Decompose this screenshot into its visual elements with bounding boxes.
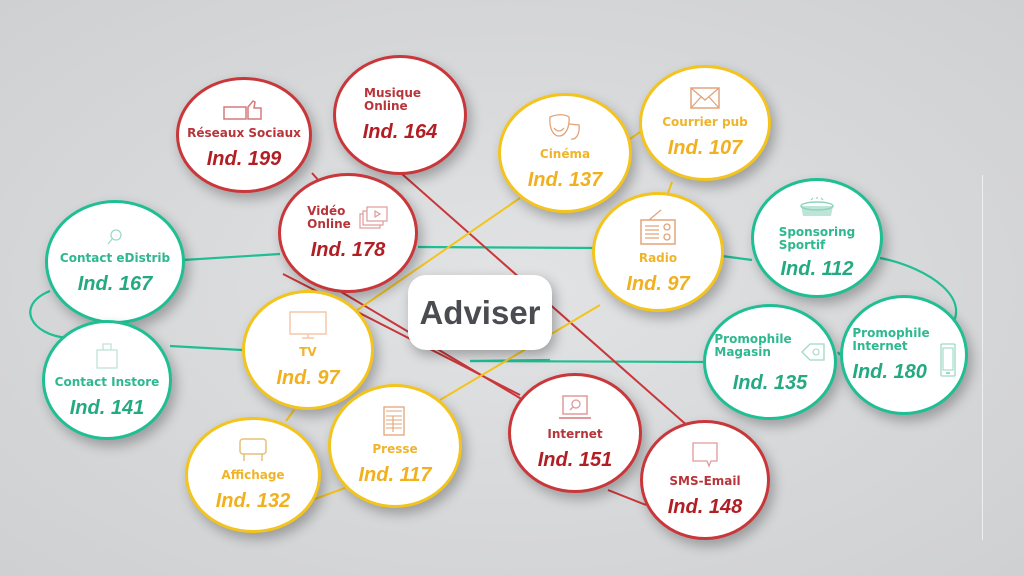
node-presse: Presse Ind. 117 (328, 384, 462, 508)
node-label: SMS-Email (669, 474, 741, 488)
node-index: Ind. 167 (77, 273, 153, 295)
node-cinema: Cinéma Ind. 137 (498, 93, 632, 213)
node-index: Ind. 178 (310, 238, 386, 261)
node-contact-edistrib: Contact eDistrib Ind. 167 (45, 200, 185, 324)
node-label: Contact Instore (54, 375, 160, 389)
search-icon (107, 229, 122, 245)
node-contact-instore: Contact Instore Ind. 141 (42, 320, 172, 440)
video-stack-icon (359, 205, 388, 229)
node-reseaux-sociaux: Réseaux Sociaux Ind. 199 (176, 77, 312, 193)
node-promophile-internet: Promophile Internet Ind. 180 (840, 295, 968, 415)
node-index: Ind. 141 (69, 397, 145, 419)
node-video-online: Vidéo Online Ind. 178 (278, 173, 418, 293)
node-internet: Internet Ind. 151 (508, 373, 642, 493)
node-label-line1: Sponsoring (778, 224, 856, 239)
node-label-line1: Promophile (714, 331, 792, 346)
thumbs-up-icon (223, 100, 262, 120)
billboard-icon (239, 438, 267, 461)
node-index: Ind. 112 (780, 257, 854, 280)
chat-bubble-icon (692, 442, 718, 468)
node-sms-email: SMS-Email Ind. 148 (640, 420, 770, 540)
node-sponsoring-sportif: Sponsoring Sportif Ind. 112 (751, 178, 883, 298)
node-index: Ind. 117 (358, 464, 432, 486)
center-node-adviser: Adviser (408, 275, 552, 350)
radio-icon (640, 209, 676, 245)
node-label: TV (299, 345, 317, 359)
node-label: Réseaux Sociaux (187, 126, 301, 140)
node-index: Ind. 107 (667, 137, 743, 159)
node-index: Ind. 164 (362, 120, 438, 143)
laptop-search-icon (559, 395, 591, 419)
node-label: Radio (638, 251, 678, 265)
node-tv: TV Ind. 97 (242, 290, 374, 410)
node-index: Ind. 135 (732, 371, 808, 394)
node-label: Courrier pub (662, 115, 748, 129)
theater-masks-icon (549, 114, 580, 140)
node-affichage: Affichage Ind. 132 (185, 417, 321, 533)
node-index: Ind. 151 (537, 449, 613, 471)
node-label-line2: Online (364, 98, 408, 113)
node-label: Affichage (221, 468, 285, 482)
newspaper-icon (383, 406, 405, 436)
node-label: Contact eDistrib (59, 251, 171, 265)
node-label-line1: Promophile (852, 325, 930, 340)
node-musique-online: Musique Online Ind. 164 (333, 55, 467, 175)
tv-icon (289, 311, 327, 339)
node-label-line1: Musique (364, 85, 422, 100)
node-label-line2: Sportif (778, 237, 826, 252)
node-label: Internet (547, 427, 603, 441)
node-label: Cinéma (539, 147, 591, 161)
node-label-line2: Magasin (714, 344, 771, 359)
node-index: Ind. 137 (527, 169, 603, 191)
node-index: Ind. 199 (206, 148, 282, 170)
smartphone-icon (939, 343, 956, 377)
node-radio: Radio Ind. 97 (592, 192, 724, 312)
node-courrier-pub: Courrier pub Ind. 107 (639, 65, 771, 181)
node-index: Ind. 180 (852, 360, 927, 383)
node-label-line2: Online (307, 216, 351, 231)
node-index: Ind. 148 (667, 496, 743, 518)
node-index: Ind. 97 (626, 273, 690, 295)
node-index: Ind. 97 (276, 367, 340, 389)
envelope-icon (690, 87, 720, 109)
node-label: Presse (372, 442, 418, 456)
stadium-icon (800, 196, 834, 216)
node-label-line1: Vidéo (307, 203, 346, 218)
vertical-divider (982, 175, 983, 540)
node-index: Ind. 132 (215, 490, 291, 512)
node-promophile-magasin: Promophile Magasin Ind. 135 (703, 304, 837, 420)
shopping-bag-icon (96, 343, 118, 369)
price-tag-icon (800, 342, 825, 361)
node-label-line2: Internet (852, 338, 908, 353)
